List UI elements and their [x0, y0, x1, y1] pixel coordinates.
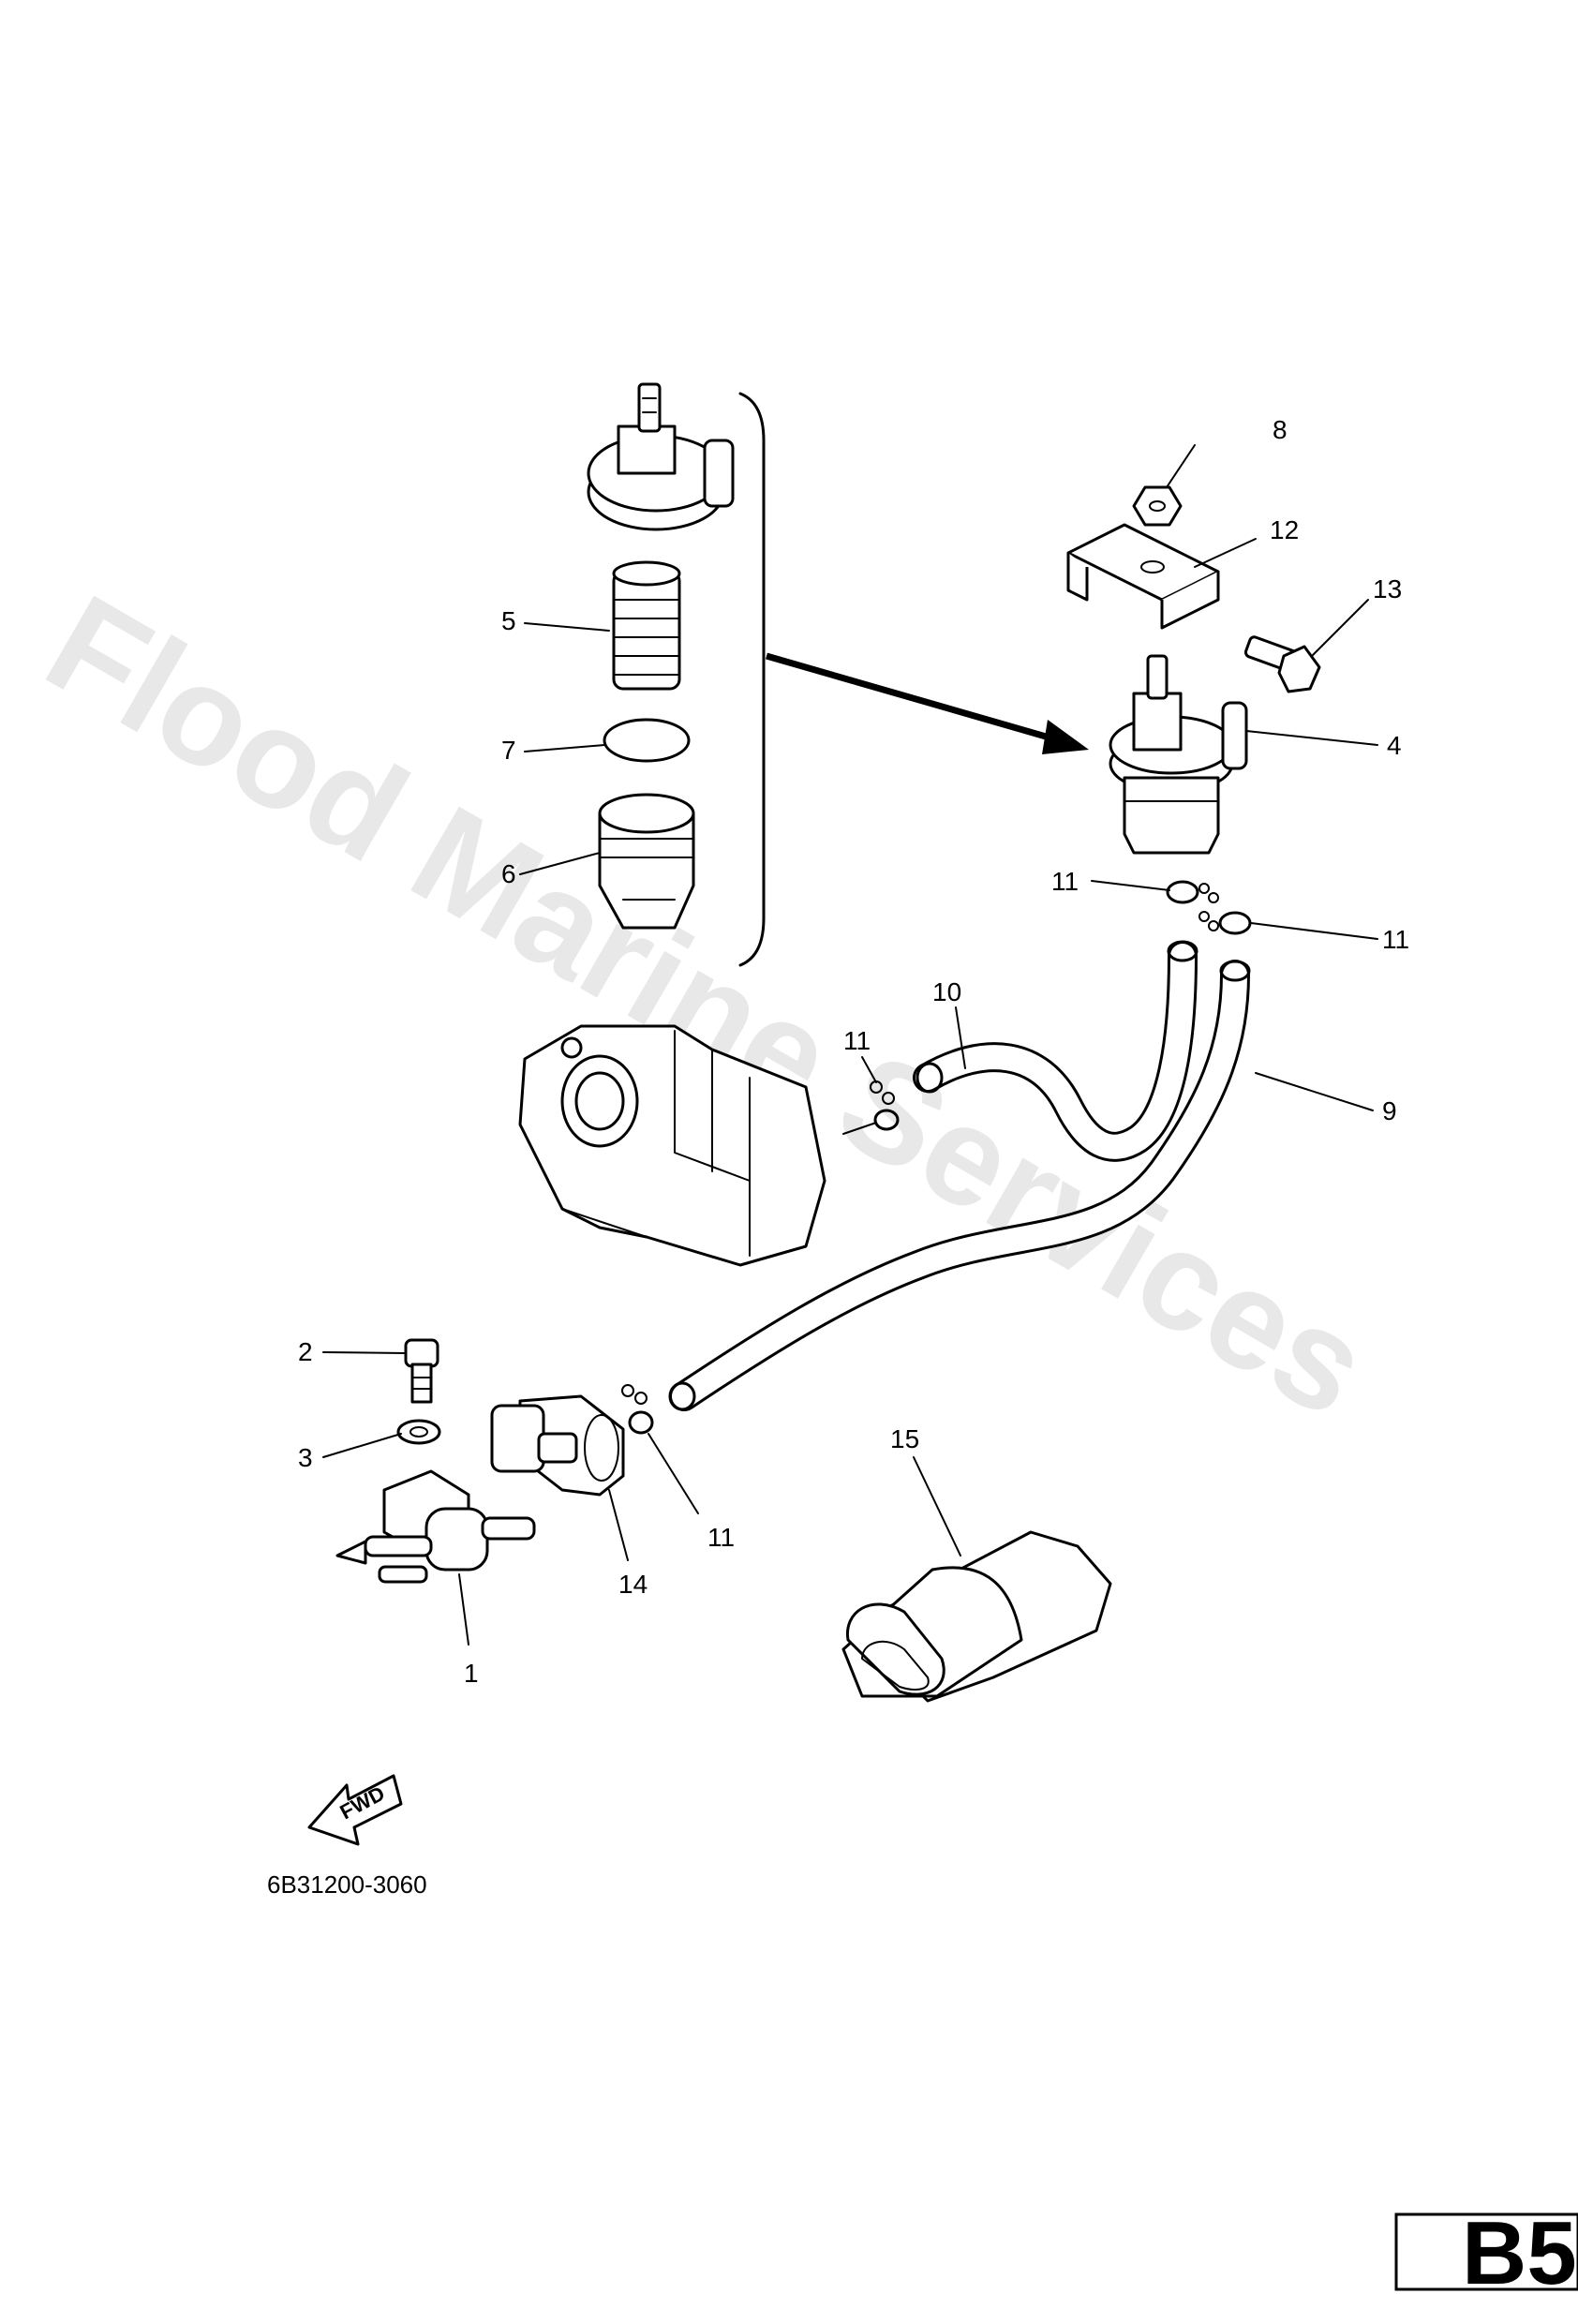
exploded-view-bracket: [738, 392, 766, 967]
filter-cap: [587, 382, 735, 531]
callout-2: 2: [298, 1337, 313, 1366]
callout-3: 3: [298, 1443, 313, 1472]
nut-part-8: [1132, 485, 1183, 527]
leader-lines: [322, 444, 1378, 1646]
callout-8: 8: [1273, 415, 1288, 444]
callout-11-upper-right: 11: [1382, 925, 1409, 954]
filter-cup-part-6: [598, 793, 695, 930]
boot-part-15: [841, 1530, 1112, 1703]
o-ring-part-7: [603, 718, 691, 763]
callout-14: 14: [618, 1570, 648, 1599]
page-code: B5: [1462, 2203, 1577, 2303]
washer-part-3: [396, 1419, 441, 1445]
carburetor-reference: [518, 1024, 826, 1267]
hose-clip-part-11-upper: [1166, 880, 1252, 935]
callout-15: 15: [890, 1424, 919, 1453]
callout-11-lower: 11: [707, 1523, 735, 1552]
bracket-part-12: [1066, 523, 1220, 630]
callout-1: 1: [464, 1659, 479, 1688]
exploded-view-arrow: [766, 652, 1089, 754]
callout-13: 13: [1373, 574, 1402, 603]
callout-7: 7: [501, 736, 516, 765]
grommet-part-14: [490, 1394, 625, 1497]
fuel-connector-part-1: [335, 1469, 536, 1584]
filter-element-part-5: [612, 560, 681, 691]
diagram-part-number: 6B31200-3060: [267, 1870, 427, 1899]
callout-10: 10: [932, 977, 961, 1006]
callout-11-upper-left: 11: [1051, 867, 1079, 896]
callout-5: 5: [501, 606, 516, 635]
callout-11-carburetor: 11: [843, 1026, 871, 1055]
callout-4: 4: [1387, 731, 1402, 760]
page-code-box: B5: [1394, 2203, 1578, 2303]
fwd-direction-arrow: FWD: [307, 1774, 403, 1846]
hose-clip-part-11-lower: [621, 1384, 654, 1435]
callout-12: 12: [1270, 515, 1299, 544]
fuel-filter-assembly-part-4: [1109, 654, 1248, 855]
bolt-part-2: [404, 1338, 439, 1404]
callout-6: 6: [501, 859, 516, 888]
callout-9: 9: [1382, 1096, 1397, 1125]
bolt-part-13: [1243, 635, 1321, 693]
